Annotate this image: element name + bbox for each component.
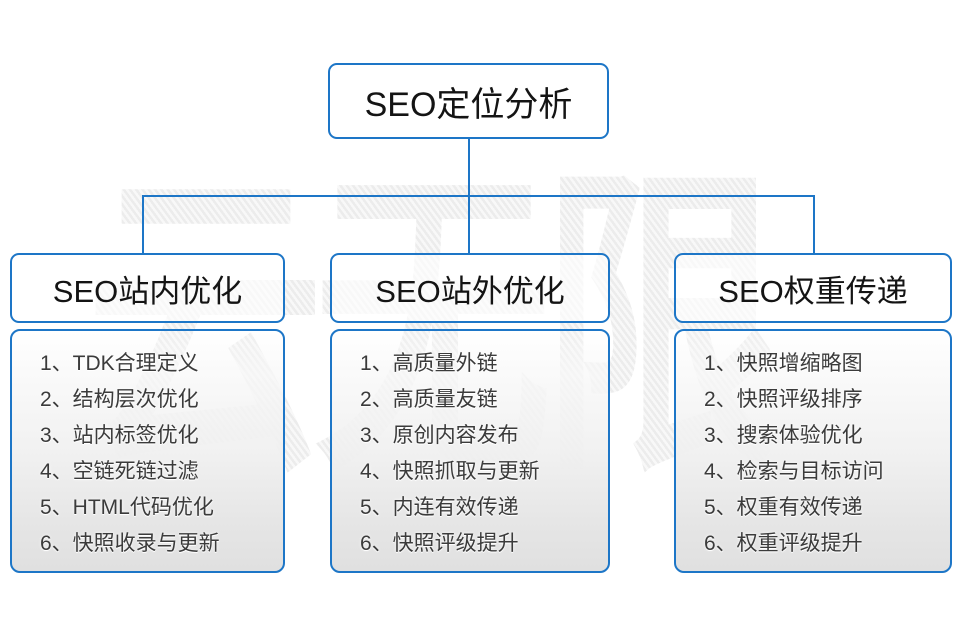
list-item: 1、高质量外链 (360, 352, 498, 375)
root-node: SEO定位分析 (328, 63, 609, 139)
panel-weight-transfer: 1、快照增缩略图 2、快照评级排序 3、搜索体验优化 4、检索与目标访问 5、权… (674, 329, 952, 573)
list-item: 1、快照增缩略图 (704, 352, 863, 375)
header-label: SEO权重传递 (718, 273, 908, 309)
list-item: 2、结构层次优化 (40, 388, 199, 411)
connector-drop-right (813, 195, 815, 255)
header-label: SEO站外优化 (375, 273, 565, 309)
list-item: 6、快照评级提升 (360, 532, 519, 555)
header-onsite-optimization: SEO站内优化 (10, 253, 285, 323)
list-item: 4、快照抓取与更新 (360, 460, 540, 483)
list-item: 4、空链死链过滤 (40, 460, 199, 483)
connector-root-stem (468, 139, 470, 196)
connector-horizontal (142, 195, 815, 197)
panel-onsite-optimization: 1、TDK合理定义 2、结构层次优化 3、站内标签优化 4、空链死链过滤 5、H… (10, 329, 285, 573)
root-node-label: SEO定位分析 (364, 85, 573, 124)
list-item: 1、TDK合理定义 (40, 352, 199, 375)
header-offsite-optimization: SEO站外优化 (330, 253, 610, 323)
connector-drop-left (142, 195, 144, 255)
header-label: SEO站内优化 (52, 273, 243, 309)
connector-drop-middle (468, 195, 470, 255)
list-item: 3、站内标签优化 (40, 424, 199, 447)
list-item: 5、权重有效传递 (704, 496, 863, 519)
list-item: 2、快照评级排序 (704, 388, 863, 411)
panel-offsite-optimization: 1、高质量外链 2、高质量友链 3、原创内容发布 4、快照抓取与更新 5、内连有… (330, 329, 610, 573)
list-item: 5、内连有效传递 (360, 496, 519, 519)
list-item: 3、原创内容发布 (360, 424, 519, 447)
list-item: 3、搜索体验优化 (704, 424, 863, 447)
list-item: 6、权重评级提升 (704, 532, 863, 555)
list-item: 4、检索与目标访问 (704, 460, 884, 483)
list-item: 2、高质量友链 (360, 388, 498, 411)
header-weight-transfer: SEO权重传递 (674, 253, 952, 323)
list-item: 6、快照收录与更新 (40, 532, 220, 555)
list-item: 5、HTML代码优化 (40, 496, 214, 519)
